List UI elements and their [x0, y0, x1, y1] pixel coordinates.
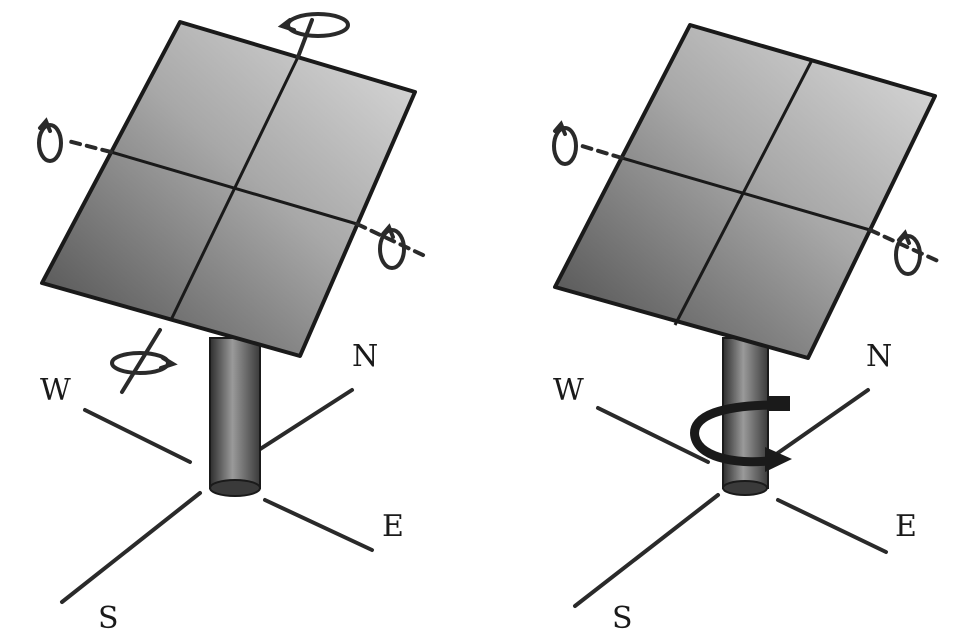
right-compass-axes	[573, 388, 888, 608]
left-compass-axes	[60, 388, 374, 604]
left-solar-panel	[40, 20, 417, 358]
right-label-south: S	[612, 601, 633, 636]
left-label-north: N	[352, 339, 378, 374]
right-label-east: E	[895, 509, 917, 544]
left-axis-west	[83, 408, 192, 464]
left-west-rotation-arrow-icon	[37, 117, 63, 163]
left-axis-east	[263, 498, 374, 552]
right-pole	[722, 337, 769, 496]
right-axis-east	[776, 498, 888, 554]
left-label-west: W	[40, 373, 71, 408]
left-ew-axis	[66, 139, 427, 258]
right-label-west: W	[553, 373, 584, 408]
left-panel-divider-horizontal	[110, 150, 358, 226]
left-top-rotation-arrow-icon	[277, 12, 350, 38]
right-east-rotation-arrow-icon	[894, 229, 922, 276]
left-east-rotation-arrow-icon	[378, 223, 406, 270]
left-panel-axis-upper	[296, 18, 314, 59]
right-tracker: N W E S	[552, 23, 942, 636]
left-label-east: E	[382, 509, 404, 544]
right-axis-north	[773, 388, 870, 457]
right-panel-divider-horizontal	[621, 156, 871, 232]
right-ew-axis	[580, 144, 942, 264]
right-azimuth-rotation-arrow-icon	[690, 396, 792, 472]
left-bottom-rotation-arrow-icon	[110, 351, 178, 375]
right-axis-west	[596, 406, 710, 464]
right-west-rotation-arrow-icon	[552, 120, 578, 166]
left-axis-south	[60, 491, 202, 604]
right-label-north: N	[866, 339, 892, 374]
left-pole	[209, 337, 261, 497]
left-panel-axis-lower	[120, 328, 162, 394]
left-tracker: N W E S	[37, 12, 427, 636]
left-label-south: S	[98, 601, 119, 636]
right-solar-panel	[553, 23, 937, 360]
right-axis-south	[573, 493, 720, 608]
